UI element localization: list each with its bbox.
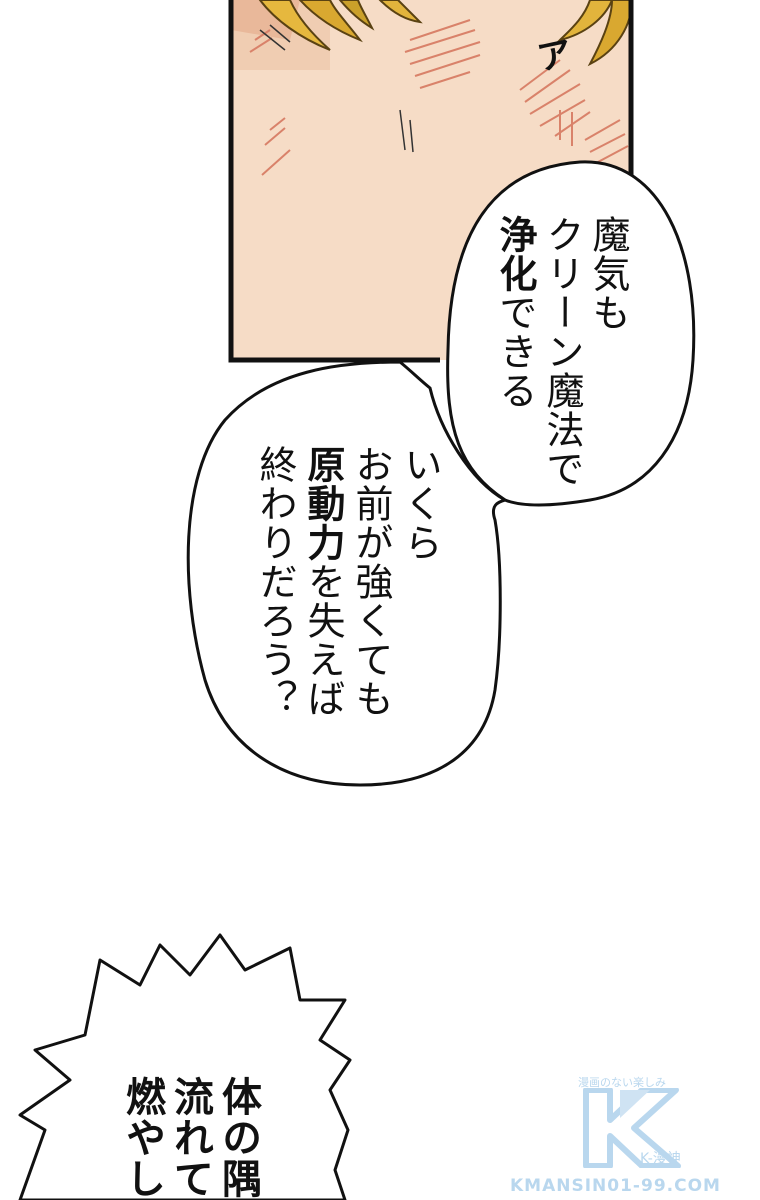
watermark-logo-icon bbox=[583, 1088, 681, 1168]
bubble1-col-1: 魔気も bbox=[586, 215, 630, 332]
shout-col-2: 流れて bbox=[167, 1076, 213, 1199]
watermark: 漫画のない楽しみ K-漫神 KMANSIN01-99.COM bbox=[510, 1070, 760, 1200]
shout-bubble bbox=[18, 933, 352, 1200]
bubble1-col-3: 浄化できる bbox=[490, 215, 540, 410]
bubble2-col-1: いくら bbox=[398, 445, 442, 562]
shout-col-3: 燃やし bbox=[119, 1076, 165, 1199]
bubble2-col-4: 終わりだろう？ bbox=[253, 445, 297, 718]
speech-bubble-2 bbox=[186, 360, 509, 787]
watermark-url: KMANSIN01-99.COM bbox=[510, 1176, 721, 1196]
bubble2-emphasis: 原動力 bbox=[301, 445, 345, 562]
bubble1-rest: できる bbox=[493, 293, 537, 410]
watermark-tagline: 漫画のない楽しみ bbox=[578, 1076, 666, 1089]
bubble2-rest: を失えば bbox=[301, 562, 345, 718]
bubble1-col-2: クリーン魔法で bbox=[540, 215, 584, 488]
bubble1-emphasis: 浄化 bbox=[493, 215, 537, 293]
speech-bubble-1 bbox=[446, 160, 696, 507]
bubble2-col-3: 原動力を失えば bbox=[298, 445, 348, 718]
shout-col-1: 体の隅 bbox=[215, 1076, 261, 1199]
bubble2-col-2: お前が強くても bbox=[349, 445, 393, 718]
watermark-brand: K-漫神 bbox=[640, 1151, 681, 1167]
